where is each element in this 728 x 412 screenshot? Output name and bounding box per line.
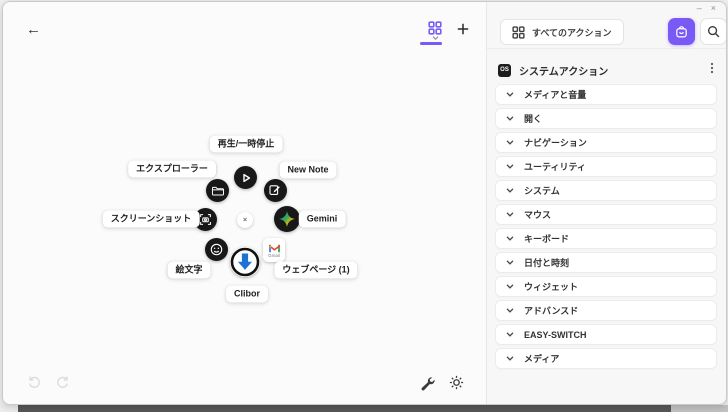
action-label-pill: ウェブページ (1) <box>274 261 358 279</box>
chevron-down-icon <box>506 116 514 121</box>
category-easy-switch[interactable]: EASY-SWITCH <box>495 324 717 345</box>
category-open[interactable]: 開く <box>495 108 717 129</box>
action-label-pill: 再生/一時停止 <box>209 135 283 153</box>
chevron-down-icon <box>506 164 514 169</box>
taskbar-light-segment <box>671 405 728 412</box>
category-navigation[interactable]: ナビゲーション <box>495 132 717 153</box>
category-mouse[interactable]: マウス <box>495 204 717 225</box>
action-label-pill: Clibor <box>226 285 268 303</box>
all-actions-filter-button[interactable]: すべてのアクション <box>500 19 624 45</box>
chevron-down-icon <box>506 212 514 217</box>
category-utility[interactable]: ユーティリティ <box>495 156 717 177</box>
chevron-down-icon <box>506 140 514 145</box>
redo-icon[interactable] <box>55 374 70 389</box>
action-play-pause[interactable] <box>234 166 257 189</box>
history-controls <box>27 374 70 389</box>
search-button[interactable] <box>700 18 726 45</box>
category-media[interactable]: メディア <box>495 348 717 369</box>
action-label-pill: スクリーンショット <box>102 210 200 228</box>
category-keyboard[interactable]: キーボード <box>495 228 717 249</box>
actions-sidebar: すべてのアクション OS システムアクション <box>486 2 726 404</box>
chevron-down-icon <box>506 356 514 361</box>
grid-layout-icon <box>428 21 442 35</box>
active-tab-underline <box>420 42 442 45</box>
action-ring-canvas: ← × <box>3 2 486 404</box>
action-clibor[interactable] <box>230 247 260 277</box>
taskbar-dark-segment <box>18 405 671 412</box>
canvas-tools <box>419 374 465 391</box>
down-arrow-icon <box>230 247 260 277</box>
category-advanced[interactable]: アドバンスド <box>495 300 717 321</box>
chevron-down-icon <box>432 36 438 40</box>
action-gemini[interactable] <box>274 206 300 232</box>
add-ring-button[interactable] <box>457 22 469 40</box>
emoji-smiley-icon <box>210 243 222 255</box>
plus-icon <box>457 23 469 35</box>
category-media-volume[interactable]: メディアと音量 <box>495 84 717 105</box>
gmail-icon <box>268 244 280 252</box>
ring-center-button[interactable]: × <box>237 212 253 228</box>
section-menu-button[interactable] <box>706 59 718 81</box>
screenshot-camera-icon <box>199 213 211 225</box>
action-emoji[interactable] <box>204 237 228 261</box>
app-window: – × ← × <box>2 1 727 405</box>
chevron-down-icon <box>506 92 514 97</box>
undo-icon[interactable] <box>27 374 42 389</box>
chevron-down-icon <box>506 308 514 313</box>
wrench-icon[interactable] <box>419 375 435 391</box>
chevron-down-icon <box>506 284 514 289</box>
category-date-time[interactable]: 日付と時刻 <box>495 252 717 273</box>
action-label-pill: 絵文字 <box>167 261 211 279</box>
window-controls: – × <box>697 3 716 13</box>
filter-button-label: すべてのアクション <box>532 27 612 38</box>
system-actions-section-header: OS システムアクション <box>498 60 718 80</box>
action-label-pill: Gemini <box>298 210 346 228</box>
chevron-down-icon <box>506 260 514 265</box>
chevron-down-icon <box>506 236 514 241</box>
apps-grid-icon <box>512 25 525 39</box>
play-icon <box>242 173 250 182</box>
category-list: メディアと音量 開く ナビゲーション ユーティリティ システム マウス <box>495 84 717 372</box>
action-webpage-gmail[interactable]: Gmail <box>263 238 285 262</box>
os-badge-icon: OS <box>498 63 511 77</box>
chevron-down-icon <box>506 188 514 193</box>
kebab-menu-icon <box>710 62 714 74</box>
back-button[interactable]: ← <box>26 21 41 38</box>
section-title: システムアクション <box>519 66 609 78</box>
tab-action-ring[interactable] <box>424 21 446 40</box>
sidebar-header: すべてのアクション <box>487 2 726 49</box>
action-label-pill: New Note <box>279 161 337 179</box>
marketplace-button[interactable] <box>668 18 695 45</box>
action-label-pill: エクスプローラー <box>128 160 216 178</box>
action-new-note[interactable] <box>263 178 287 202</box>
minimize-button[interactable]: – <box>696 3 702 13</box>
gemini-star-icon <box>279 211 295 227</box>
category-system[interactable]: システム <box>495 180 717 201</box>
close-button[interactable]: × <box>710 3 716 13</box>
gmail-caption: Gmail <box>268 252 280 258</box>
action-explorer[interactable] <box>205 178 229 202</box>
gear-icon[interactable] <box>448 374 465 391</box>
chevron-down-icon <box>506 332 514 337</box>
search-icon <box>707 25 720 38</box>
bag-icon <box>676 26 687 38</box>
folder-icon <box>211 186 224 195</box>
category-widget[interactable]: ウィジェット <box>495 276 717 297</box>
taskbar-strip <box>0 405 728 412</box>
note-edit-icon <box>269 185 280 195</box>
